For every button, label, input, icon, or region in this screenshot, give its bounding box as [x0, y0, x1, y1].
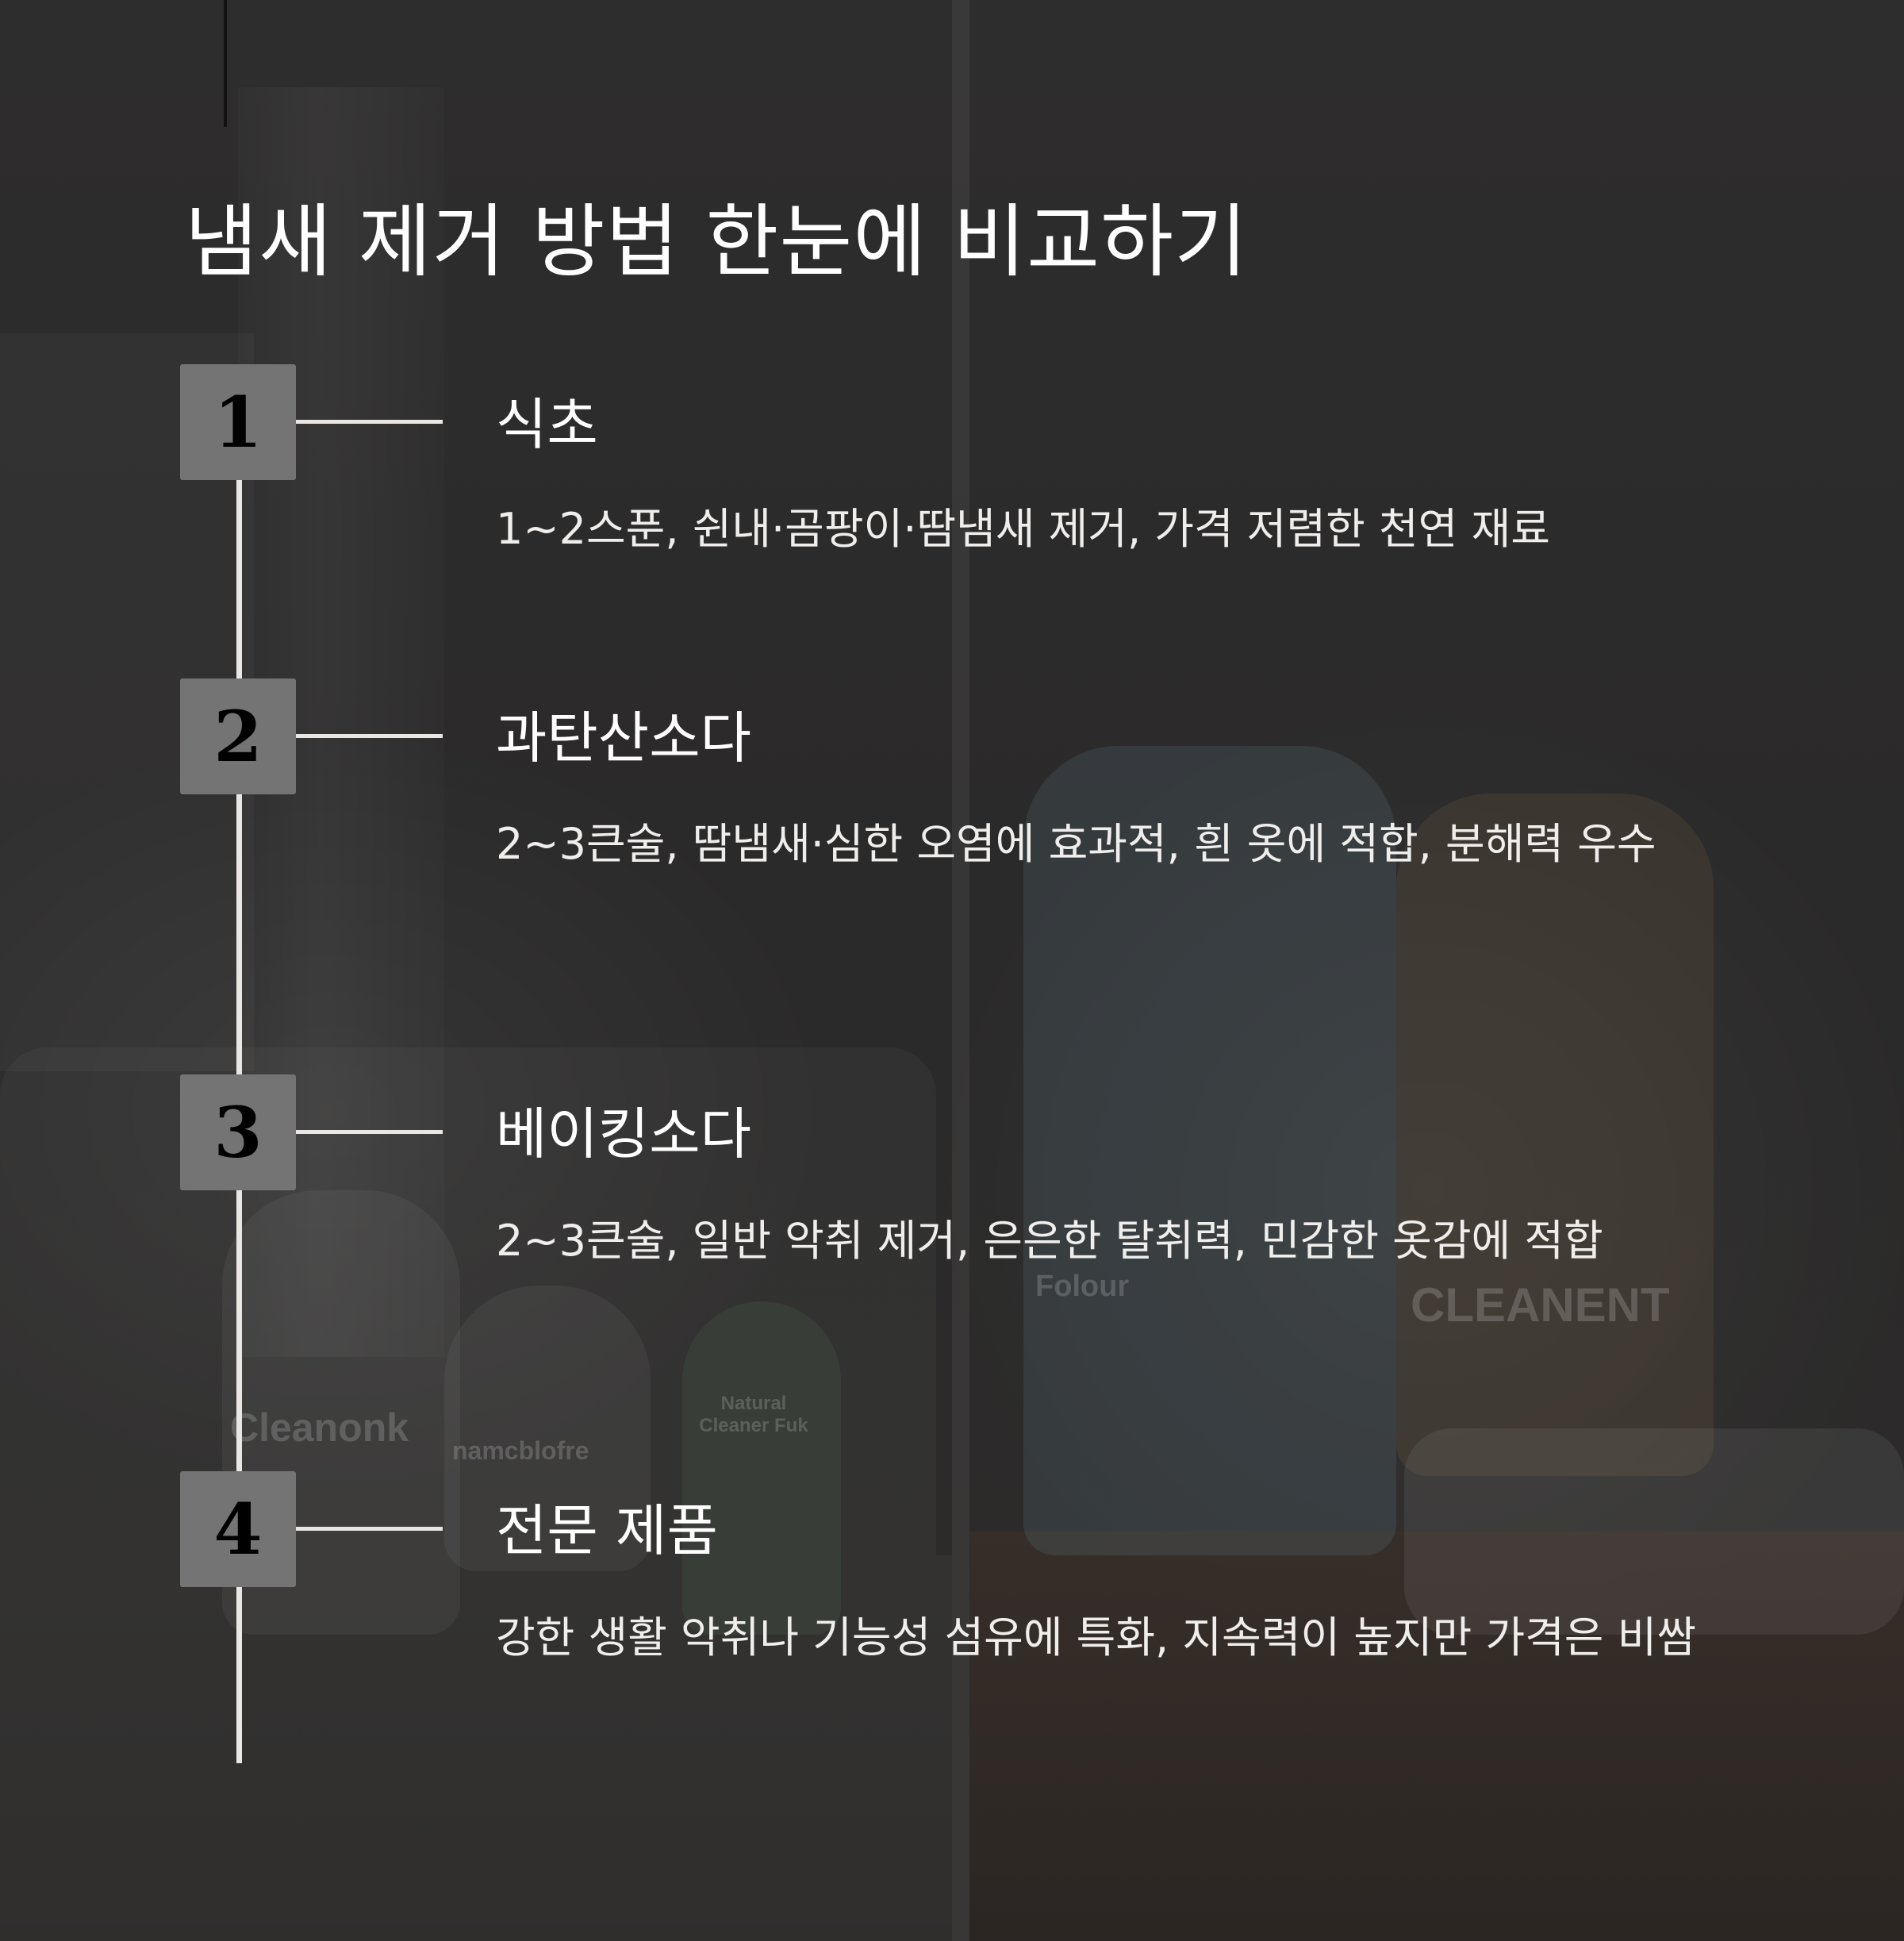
page-title: 냄새 제거 방법 한눈에 비교하기 [185, 195, 1249, 288]
step-2-number-badge: 2 [180, 678, 296, 794]
background-label-folour: Folour [1035, 1270, 1130, 1303]
step-4-description: 강한 생활 악취나 기능성 섬유에 특화, 지속력이 높지만 가격은 비쌈 [496, 1612, 1697, 1662]
background-label-natural-cleaner: Natural Cleaner Fuk [699, 1393, 808, 1436]
step-1-title: 식초 [496, 392, 598, 457]
background-divider [952, 0, 969, 1941]
background-floor [0, 1555, 952, 1941]
background-spray-bottle-orange [1396, 794, 1714, 1476]
background-spray-bottle-blue [1023, 746, 1396, 1555]
background-label-cleanent: CLEANENT [1411, 1278, 1670, 1332]
step-1-connector [296, 420, 443, 424]
background-jar [444, 1286, 651, 1571]
step-3-title: 베이킹소다 [496, 1101, 751, 1167]
background-label-jar: namcblofre [452, 1436, 589, 1465]
step-1-number-badge: 1 [180, 364, 296, 480]
background-label-cleanonk: Cleanonk [230, 1405, 409, 1450]
background-lamp-cord [224, 0, 227, 127]
step-4-connector [296, 1527, 443, 1531]
step-4-title: 전문 제품 [496, 1498, 718, 1563]
step-2-description: 2~3큰술, 땀냄새·심한 오염에 효과적, 흰 옷에 적합, 분해력 우수 [496, 819, 1656, 869]
step-2-connector [296, 734, 443, 738]
step-3-description: 2~3큰술, 일반 악취 제거, 은은한 탈취력, 민감한 옷감에 적합 [496, 1216, 1603, 1266]
step-3-connector [296, 1130, 443, 1134]
background-towel [1404, 1428, 1904, 1635]
background-table [969, 1532, 1904, 1941]
step-2-title: 과탄산소다 [496, 705, 751, 771]
background-bottle-green [682, 1301, 841, 1635]
step-1-description: 1~2스푼, 쉰내·곰팡이·땀냄새 제거, 가격 저렴한 천연 재료 [496, 504, 1550, 554]
step-3-number-badge: 3 [180, 1074, 296, 1190]
step-4-number-badge: 4 [180, 1471, 296, 1587]
